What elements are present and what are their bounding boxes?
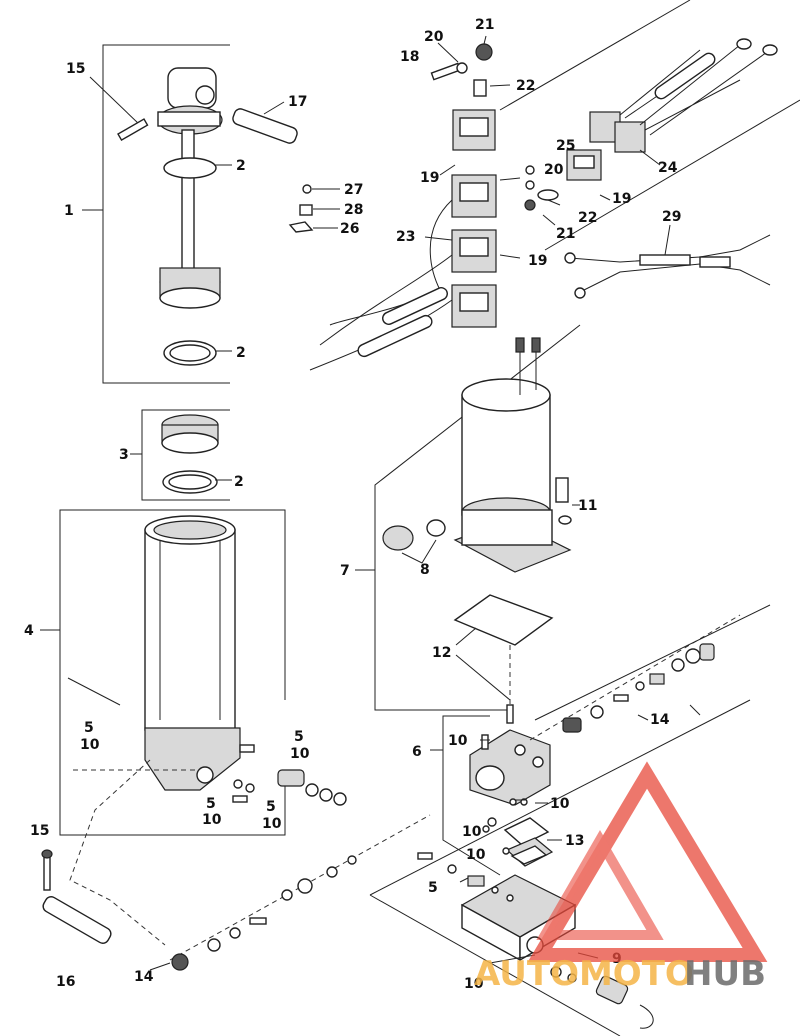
callout-2: 2 [236,345,246,361]
pin-17 [232,101,298,144]
callout-17: 17 [288,94,307,110]
callout-5: 5 [84,720,94,736]
cable-29 [564,234,771,299]
callout-19: 19 [420,170,439,186]
pump-panel-outline [369,699,751,1036]
fitting-lower [550,966,654,1029]
watermark-logo [527,761,768,962]
callout-21: 21 [475,17,494,33]
plug-8 [382,519,446,564]
callout-14: 14 [650,712,670,728]
callout-5: 5 [266,799,276,815]
ram-assembly-bracket [82,44,230,384]
callout-2: 2 [236,158,246,174]
callout-29: 29 [662,209,681,225]
fasteners-26-28 [288,184,340,233]
screw-5-10 [67,677,121,706]
relay-harness-23 [309,109,497,371]
screw-15 [89,76,149,142]
relay-panel-outline [499,0,800,251]
cylinder-4 [144,515,241,791]
valve-line-14-right [529,614,741,741]
callout-7: 7 [340,563,350,579]
callout-20: 20 [544,162,564,178]
grommet-21 [473,43,493,97]
callout-10: 10 [290,746,310,762]
valve-parts-cylinder [232,744,347,806]
piston-3 [161,414,219,494]
callout-10: 10 [550,796,570,812]
callout-10: 10 [262,816,282,832]
seals-10-13 [480,739,554,867]
callout-14: 14 [134,969,154,985]
callout-15: 15 [30,823,49,839]
callout-22: 22 [516,78,535,94]
callout-labels: 15 17 2 1 2 3 2 4 5 10 5 10 5 10 5 10 15… [24,17,681,992]
screw-11 [555,477,580,525]
callout-5: 5 [206,796,216,812]
relay-harness-24 [589,38,778,153]
callout-5: 5 [294,729,304,745]
callout-5: 5 [428,880,438,896]
callout-11: 11 [578,498,597,514]
callout-16: 16 [56,974,75,990]
callout-4: 4 [24,623,34,639]
callout-1: 1 [64,203,74,219]
callout-12: 12 [432,645,451,661]
relay-25 [524,149,602,211]
callout-24: 24 [658,160,678,176]
callout-10: 10 [466,847,486,863]
callout-19: 19 [612,191,631,207]
motor-7 [453,337,572,573]
ram-assembly [157,67,223,366]
callout-22: 22 [578,210,597,226]
gasket-12 [453,594,554,724]
callout-6: 6 [412,744,422,760]
valve-body-bracket [430,715,501,876]
callout-27: 27 [344,182,363,198]
screw-18 [430,62,468,81]
callout-10: 10 [448,733,468,749]
callout-19: 19 [528,253,547,269]
cylinder-bracket [40,509,286,836]
callout-15: 15 [66,61,85,77]
watermark-text-2: HUB [684,954,766,994]
callout-10: 10 [80,737,100,753]
callout-28: 28 [344,202,363,218]
valve-line-14-left [169,814,431,971]
callout-10: 10 [462,824,482,840]
callout-2: 2 [234,474,244,490]
callout-3: 3 [119,447,129,463]
watermark-triangle-icon [527,761,768,962]
callout-26: 26 [340,221,359,237]
callout-25: 25 [556,138,575,154]
pin-16 [42,896,112,944]
callout-20: 20 [424,29,444,45]
callout-13: 13 [565,833,584,849]
piston-bracket [130,409,230,501]
callout-23: 23 [396,229,415,245]
callout-10: 10 [202,812,222,828]
callout-8: 8 [420,562,430,578]
callout-10: 10 [464,976,484,992]
watermark-text-1: AUTOMOTO [474,954,694,994]
callout-21: 21 [556,226,575,242]
callout-18: 18 [400,49,419,65]
valve-body-6 [469,729,551,806]
screw-15-lower [41,849,53,891]
